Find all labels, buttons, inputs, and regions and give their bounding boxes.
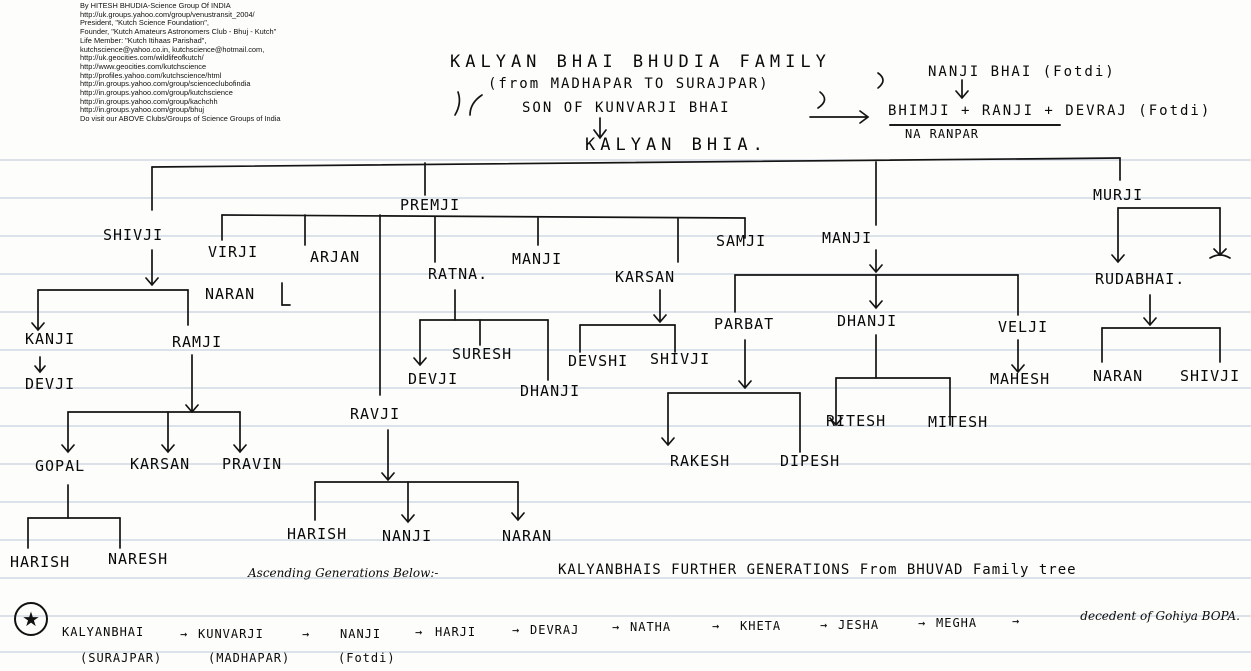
person-devji-ratna: DEVJI xyxy=(408,370,459,388)
chain-arrow: → xyxy=(820,618,829,632)
person-karsan-ramji: KARSAN xyxy=(130,455,191,473)
chain-arrow: → xyxy=(1012,614,1021,628)
family-title: KALYAN BHAI BHUDIA FAMILY xyxy=(450,52,831,72)
header-line: http://in.groups.yahoo.com/group/bhuj xyxy=(80,106,205,115)
header-line: http://in.groups.yahoo.com/group/science… xyxy=(80,80,251,89)
son-of-label: SON OF KUNVARJI BHAI xyxy=(522,100,731,116)
person-mitesh: MITESH xyxy=(928,413,989,431)
header-line: http://in.groups.yahoo.com/group/kutchsc… xyxy=(80,89,233,98)
chain-megha: MEGHA xyxy=(936,616,978,630)
header-line: http://in.groups.yahoo.com/group/kachchh xyxy=(80,97,218,106)
further-generations-title: KALYANBHAIS FURTHER GENERATIONS From BHU… xyxy=(558,562,1077,578)
person-parbat: PARBAT xyxy=(714,315,775,333)
person-dipesh: DIPESH xyxy=(780,452,841,470)
header-line: President, "Kutch Science Foundation", xyxy=(80,19,209,28)
person-ratna: RATNA. xyxy=(428,265,489,283)
person-shivji-karsan: SHIVJI xyxy=(650,350,711,368)
chain-arrow: → xyxy=(180,627,189,641)
person-naran-rudabhai: NARAN xyxy=(1093,367,1144,385)
header-line: kutchscience@yahoo.co.in, kutchscience@h… xyxy=(80,45,265,54)
header-line: Founder, "Kutch Amateurs Astronomers Clu… xyxy=(80,28,277,37)
chain-place-fotdi: (Fotdi) xyxy=(338,651,396,665)
chain-jesha: JESHA xyxy=(838,618,880,632)
person-samji: SAMJI xyxy=(716,232,767,250)
person-pravin: PRAVIN xyxy=(222,455,283,473)
chain-arrow: → xyxy=(415,625,424,639)
person-naran-virji: NARAN xyxy=(205,285,256,303)
person-virji: VIRJI xyxy=(208,243,259,261)
ascending-label: Ascending Generations Below:- xyxy=(248,566,439,580)
person-harish-ravji: HARISH xyxy=(287,525,348,543)
chain-arrow: → xyxy=(612,620,621,634)
header-line: http://profiles.yahoo.com/kutchscience/h… xyxy=(80,71,222,80)
chain-kunvarji: KUNVARJI xyxy=(198,627,264,641)
person-devshi: DEVSHI xyxy=(568,352,629,370)
chain-arrow: → xyxy=(512,623,521,637)
chain-natha: NATHA xyxy=(630,620,672,634)
chain-arrow: → xyxy=(302,627,311,641)
group-header-block: By HITESH BHUDIA-Science Group Of INDIA … xyxy=(80,2,380,124)
person-shivji-rudabhai: SHIVJI xyxy=(1180,367,1241,385)
person-ravji: RAVJI xyxy=(350,405,401,423)
brothers-label: BHIMJI + RANJI + DEVRAJ (Fotdi) xyxy=(888,103,1212,119)
chain-gohiya-bopa: decedent of Gohiya BOPA. xyxy=(1080,609,1240,623)
person-rudabhai: RUDABHAI. xyxy=(1095,270,1186,288)
notebook-rules xyxy=(0,159,1251,653)
person-ritesh: RITESH xyxy=(826,412,887,430)
person-shivji: SHIVJI xyxy=(103,226,164,244)
person-gopal: GOPAL xyxy=(35,457,86,475)
naranpar-label: NA RANPAR xyxy=(905,127,980,141)
chain-nanji: NANJI xyxy=(340,627,382,641)
person-manji-premji: MANJI xyxy=(512,250,563,268)
person-arjan: ARJAN xyxy=(310,248,361,266)
person-kanji: KANJI xyxy=(25,330,76,348)
person-mahesh: MAHESH xyxy=(990,370,1051,388)
person-premji: PREMJI xyxy=(400,196,461,214)
chain-arrow: → xyxy=(918,616,927,630)
star-icon: ★ xyxy=(14,602,48,636)
header-line: http://www.geocities.com/kutchscience xyxy=(80,62,207,71)
chain-devraj: DEVRAJ xyxy=(530,623,580,637)
person-rakesh: RAKESH xyxy=(670,452,731,470)
root-person: KALYAN BHIA. xyxy=(585,135,768,155)
person-murji: MURJI xyxy=(1093,186,1144,204)
chain-kheta: KHETA xyxy=(740,619,782,633)
person-manji: MANJI xyxy=(822,229,873,247)
header-line: Do visit our ABOVE Clubs/Groups of Scien… xyxy=(80,115,281,124)
person-karsan-premji: KARSAN xyxy=(615,268,676,286)
person-nanji-ravji: NANJI xyxy=(382,527,433,545)
header-line: http://uk.groups.yahoo.com/group/venustr… xyxy=(80,10,255,19)
person-ramji: RAMJI xyxy=(172,333,223,351)
chain-kalyanbhai: KALYANBHAI xyxy=(62,625,145,639)
chain-harji: HARJI xyxy=(435,625,477,639)
chain-arrow: → xyxy=(712,619,721,633)
person-harish-gopal: HARISH xyxy=(10,553,71,571)
chain-place-madhapar: (MADHAPAR) xyxy=(208,651,291,665)
family-subtitle: (from MADHAPAR TO SURAJPAR) xyxy=(488,76,770,92)
person-naresh-gopal: NARESH xyxy=(108,550,169,568)
person-devji-kanji: DEVJI xyxy=(25,375,76,393)
header-line: http://uk.geocities.com/wildlifeofkutch/ xyxy=(80,54,204,63)
nanji-bhai-label: NANJI BHAI (Fotdi) xyxy=(928,64,1116,80)
person-naran-ravji: NARAN xyxy=(502,527,553,545)
header-line: Life Member: "Kutch Itihaas Parishad", xyxy=(80,36,207,45)
header-line: By HITESH BHUDIA-Science Group Of INDIA xyxy=(80,2,231,10)
chain-place-surajpar: (SURAJPAR) xyxy=(80,651,163,665)
person-velji: VELJI xyxy=(998,318,1049,336)
person-dhanji-ratna: DHANJI xyxy=(520,382,581,400)
person-dhanji-manji: DHANJI xyxy=(837,312,898,330)
person-suresh: SURESH xyxy=(452,345,513,363)
